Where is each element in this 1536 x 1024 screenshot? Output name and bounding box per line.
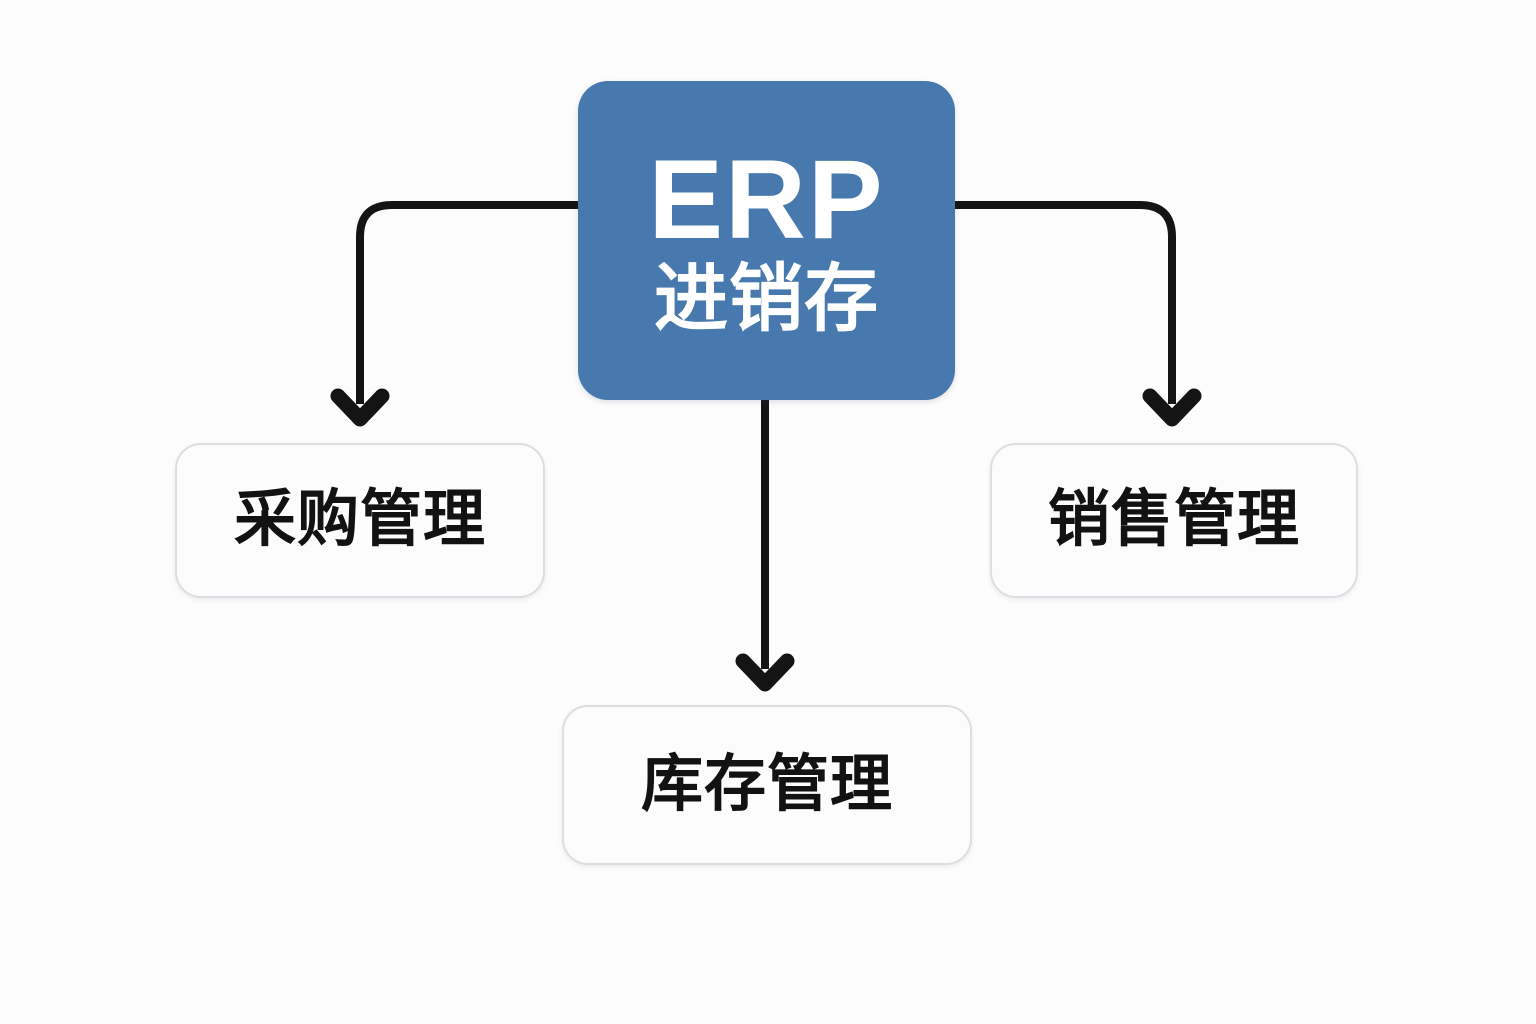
node-erp-root[interactable]: ERP 进销存	[578, 81, 955, 400]
connector-root-to-purchase	[330, 201, 578, 427]
connector-root-to-inventory	[735, 400, 795, 692]
node-purchase-label: 采购管理	[233, 485, 486, 555]
node-erp-subtitle: 进销存	[654, 256, 879, 340]
node-purchase-management[interactable]: 采购管理	[175, 443, 545, 598]
node-inventory-management[interactable]: 库存管理	[562, 705, 972, 865]
node-erp-title: ERP	[648, 136, 885, 262]
connector-root-to-sales	[955, 201, 1202, 427]
node-sales-label: 销售管理	[1047, 485, 1300, 555]
node-sales-management[interactable]: 销售管理	[990, 443, 1358, 598]
node-inventory-label: 库存管理	[640, 749, 893, 819]
